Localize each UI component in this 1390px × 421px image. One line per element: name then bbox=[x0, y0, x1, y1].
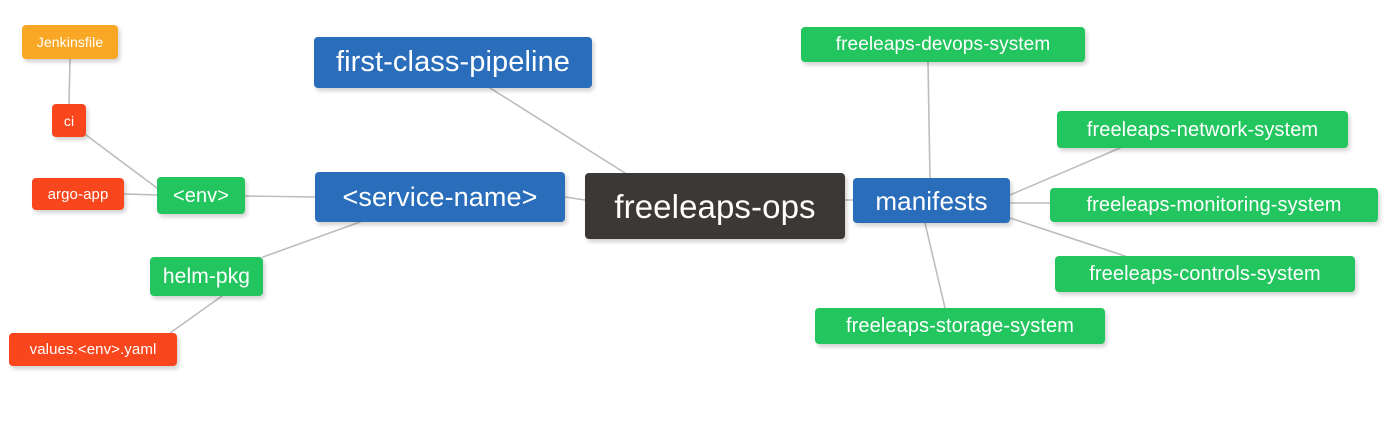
node-label-freeleaps-controls-system: freeleaps-controls-system bbox=[1089, 263, 1321, 285]
node-helm-pkg[interactable]: helm-pkg bbox=[150, 257, 263, 296]
node-values-yaml[interactable]: values.<env>.yaml bbox=[9, 333, 177, 366]
node-env[interactable]: <env> bbox=[157, 177, 245, 214]
node-label-freeleaps-ops: freeleaps-ops bbox=[614, 187, 816, 225]
node-label-freeleaps-network-system: freeleaps-network-system bbox=[1086, 118, 1319, 141]
node-manifests[interactable]: manifests bbox=[853, 178, 1010, 223]
node-freeleaps-ops[interactable]: freeleaps-ops bbox=[585, 173, 845, 239]
edge-argo-app-to-env bbox=[123, 193, 158, 196]
edge-first-class-pipeline-to-freeleaps-ops bbox=[489, 87, 626, 174]
node-freeleaps-monitoring-system[interactable]: freeleaps-monitoring-system bbox=[1050, 188, 1378, 222]
node-label-service-name: <service-name> bbox=[342, 181, 538, 212]
node-first-class-pipeline[interactable]: first-class-pipeline bbox=[314, 37, 592, 88]
edge-service-name-to-freeleaps-ops bbox=[564, 196, 586, 201]
node-freeleaps-devops-system[interactable]: freeleaps-devops-system bbox=[801, 27, 1085, 62]
node-ci[interactable]: ci bbox=[52, 104, 86, 137]
node-label-values-yaml: values.<env>.yaml bbox=[29, 341, 157, 358]
edge-jenkinsfile-to-ci bbox=[68, 58, 71, 105]
node-service-name[interactable]: <service-name> bbox=[315, 172, 565, 222]
node-label-freeleaps-storage-system: freeleaps-storage-system bbox=[845, 315, 1075, 337]
node-label-ci: ci bbox=[63, 112, 75, 129]
node-label-env: <env> bbox=[172, 184, 230, 207]
node-label-argo-app: argo-app bbox=[47, 185, 109, 203]
node-label-freeleaps-devops-system: freeleaps-devops-system bbox=[835, 34, 1051, 55]
node-freeleaps-storage-system[interactable]: freeleaps-storage-system bbox=[815, 308, 1105, 344]
edge-manifests-to-freeleaps-controls-system bbox=[1009, 217, 1126, 257]
edge-helm-pkg-to-service-name bbox=[262, 221, 361, 258]
node-argo-app[interactable]: argo-app bbox=[32, 178, 124, 210]
node-jenkinsfile[interactable]: Jenkinsfile bbox=[22, 25, 118, 59]
edge-values-yaml-to-helm-pkg bbox=[169, 295, 223, 334]
node-label-freeleaps-monitoring-system: freeleaps-monitoring-system bbox=[1086, 194, 1342, 216]
node-freeleaps-network-system[interactable]: freeleaps-network-system bbox=[1057, 111, 1348, 148]
node-label-manifests: manifests bbox=[875, 185, 988, 216]
edge-manifests-to-freeleaps-storage-system bbox=[924, 222, 946, 309]
node-freeleaps-controls-system[interactable]: freeleaps-controls-system bbox=[1055, 256, 1355, 292]
node-label-first-class-pipeline: first-class-pipeline bbox=[335, 46, 571, 78]
node-label-jenkinsfile: Jenkinsfile bbox=[36, 34, 104, 50]
node-label-helm-pkg: helm-pkg bbox=[162, 265, 251, 288]
edge-manifests-to-freeleaps-devops-system bbox=[927, 61, 931, 179]
edge-env-to-service-name bbox=[244, 195, 316, 198]
